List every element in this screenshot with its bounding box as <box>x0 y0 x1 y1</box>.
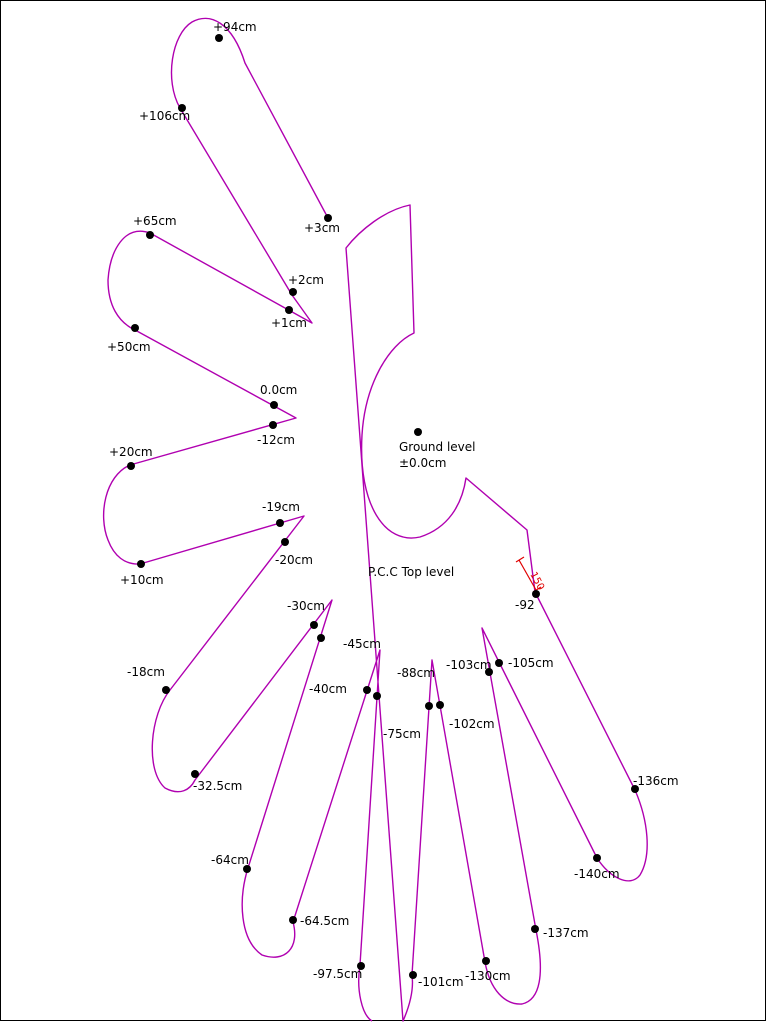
level-point <box>137 560 145 568</box>
level-label: -32.5cm <box>193 779 242 793</box>
level-point <box>532 590 540 598</box>
level-label: -40cm <box>309 682 347 696</box>
level-point <box>285 306 293 314</box>
level-label: -30cm <box>287 599 325 613</box>
level-label: +20cm <box>109 445 153 459</box>
level-point <box>270 401 278 409</box>
level-label: -64cm <box>211 853 249 867</box>
level-label: -136cm <box>633 774 679 788</box>
level-label: -92 <box>515 598 535 612</box>
level-label: +2cm <box>288 273 324 287</box>
level-point <box>289 916 297 924</box>
level-point <box>178 104 186 112</box>
level-point <box>191 770 199 778</box>
level-point <box>215 34 223 42</box>
level-label: -103cm <box>446 658 492 672</box>
level-point <box>436 701 444 709</box>
level-point <box>482 957 490 965</box>
level-point <box>243 865 251 873</box>
level-point <box>324 214 332 222</box>
pcc-top-level-label: P.C.C Top level <box>368 565 454 579</box>
level-label: +106cm <box>139 109 190 123</box>
level-point <box>485 668 493 676</box>
level-label: -19cm <box>262 500 300 514</box>
level-point <box>317 634 325 642</box>
ground-level-value: ±0.0cm <box>399 456 446 470</box>
level-label: -137cm <box>543 926 589 940</box>
level-point <box>289 288 297 296</box>
level-point <box>363 686 371 694</box>
level-label: +1cm <box>271 316 307 330</box>
level-point <box>131 324 139 332</box>
level-label: +65cm <box>133 214 177 228</box>
level-point <box>495 659 503 667</box>
level-point <box>162 686 170 694</box>
level-point <box>269 421 277 429</box>
level-label: -75cm <box>383 727 421 741</box>
level-label: +3cm <box>304 221 340 235</box>
level-point <box>127 462 135 470</box>
level-label: -64.5cm <box>300 914 349 928</box>
level-label: -18cm <box>127 665 165 679</box>
level-point <box>409 971 417 979</box>
level-point <box>281 538 289 546</box>
plan-outline <box>102 17 648 1022</box>
level-label: 0.0cm <box>260 383 297 397</box>
level-point <box>373 692 381 700</box>
level-label: -130cm <box>465 969 511 983</box>
level-point <box>593 854 601 862</box>
level-label: -105cm <box>508 656 554 670</box>
level-point <box>425 702 433 710</box>
level-point <box>531 925 539 933</box>
level-point <box>631 785 639 793</box>
level-point <box>357 962 365 970</box>
level-point <box>310 621 318 629</box>
ground-level-point <box>414 428 422 436</box>
level-label: -45cm <box>343 637 381 651</box>
level-label: -97.5cm <box>313 967 362 981</box>
level-label: -140cm <box>574 867 620 881</box>
level-point <box>276 519 284 527</box>
level-label: +94cm <box>213 20 257 34</box>
level-label: -88cm <box>397 666 435 680</box>
level-label: -20cm <box>275 553 313 567</box>
level-label: -102cm <box>449 717 495 731</box>
level-label: -101cm <box>418 975 464 989</box>
level-label: +10cm <box>120 573 164 587</box>
ground-level-title: Ground level <box>399 440 476 454</box>
level-label: +50cm <box>107 340 151 354</box>
level-label: -12cm <box>257 433 295 447</box>
level-point <box>146 231 154 239</box>
dimension-label: 150 <box>527 570 546 592</box>
